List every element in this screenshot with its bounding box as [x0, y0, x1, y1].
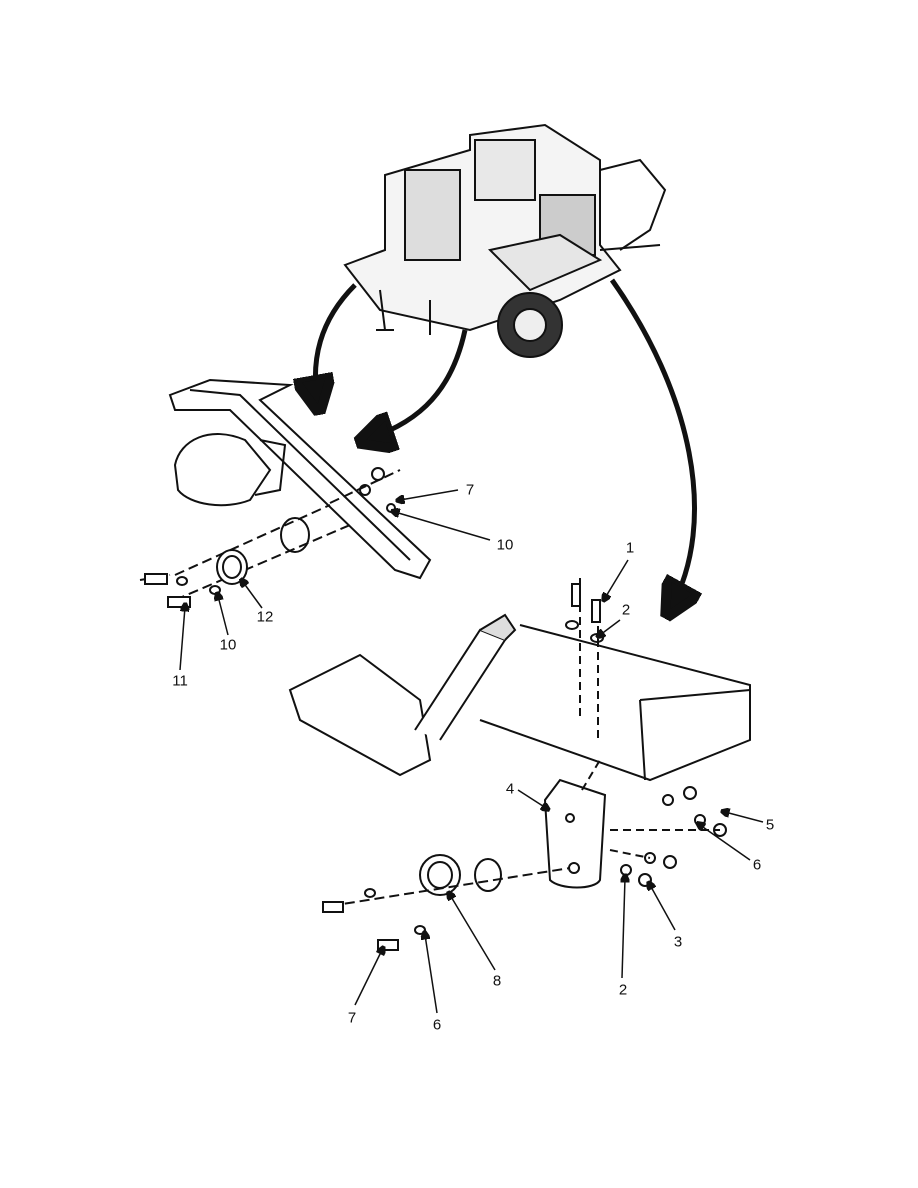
lower-bracket-assembly — [288, 578, 751, 951]
upper-beam-assembly — [139, 378, 432, 608]
callout-3: 3 — [673, 933, 683, 951]
callout-12: 12 — [256, 608, 274, 626]
arrow-to-right-assembly — [609, 278, 695, 610]
callout-10: 10 — [219, 636, 237, 654]
callout-2: 2 — [621, 601, 631, 619]
callout-11: 11 — [172, 672, 188, 690]
callout-4: 4 — [505, 780, 515, 798]
arrow-to-left-assembly — [315, 283, 357, 405]
callout-6: 6 — [432, 1016, 442, 1034]
callout-7: 7 — [465, 481, 475, 499]
callout-10: 10 — [496, 536, 514, 554]
callout-8: 8 — [492, 972, 502, 990]
callout-2: 2 — [618, 981, 628, 999]
callout-7: 7 — [347, 1009, 357, 1027]
generator-trailer-illustration — [343, 123, 667, 358]
callout-6: 6 — [752, 856, 762, 874]
callout-5: 5 — [765, 816, 775, 834]
leader-lines — [179, 489, 764, 1014]
arrow-to-left-assembly-2 — [365, 329, 468, 440]
callout-1: 1 — [625, 539, 635, 557]
